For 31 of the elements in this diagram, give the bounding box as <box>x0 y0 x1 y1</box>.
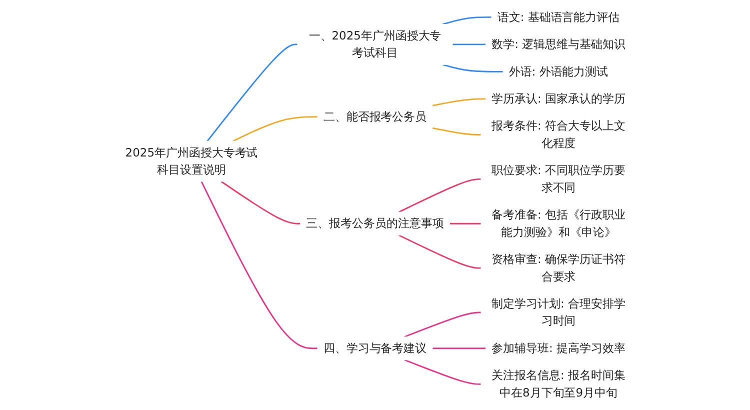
connector <box>404 359 482 385</box>
connector <box>232 116 318 142</box>
connector <box>220 180 300 224</box>
node-text: 一、2025年广州函授大专考试科目 <box>308 28 442 60</box>
node-text: 数学: 逻辑思维与基础知识 <box>492 37 626 51</box>
node-text: 四、学习与备考建议 <box>323 341 427 355</box>
node-text: 报考条件: 符合大专以上文化程度 <box>492 118 626 150</box>
connector <box>432 348 486 350</box>
connector <box>432 98 486 106</box>
node-text: 职位要求: 不同职位学历要求不同 <box>492 163 626 194</box>
connector <box>450 222 482 224</box>
node-text: 外语: 外语能力测试 <box>508 64 608 78</box>
connector <box>398 178 482 213</box>
node-text: 2025年广州函授大专考试科目设置说明 <box>125 146 258 176</box>
node-text: 语文: 基础语言能力评估 <box>497 10 620 24</box>
connector <box>432 127 482 136</box>
connector <box>200 181 318 350</box>
node-text: 学历承认: 国家承认的学历 <box>492 92 626 106</box>
connector <box>442 16 492 26</box>
connector <box>404 312 482 338</box>
connector <box>442 64 504 72</box>
node-text: 二、能否报考公务员 <box>323 110 427 124</box>
connector <box>206 44 298 142</box>
connector <box>398 234 482 269</box>
node-text: 制定学习计划: 合理安排学习时间 <box>492 296 626 328</box>
connector <box>452 44 486 46</box>
node-text: 备考准备: 包括《行政职业能力测验》和《申论》 <box>492 208 626 239</box>
node-text: 参加辅导班: 提高学习效率 <box>492 341 626 355</box>
node-text: 关注报名信息: 报名时间集中在8月下旬至9月中旬 <box>492 368 626 400</box>
node-text: 资格审查: 确保学历证书符合要求 <box>492 252 626 284</box>
node-text: 三、报考公务员的注意事项 <box>306 216 444 230</box>
